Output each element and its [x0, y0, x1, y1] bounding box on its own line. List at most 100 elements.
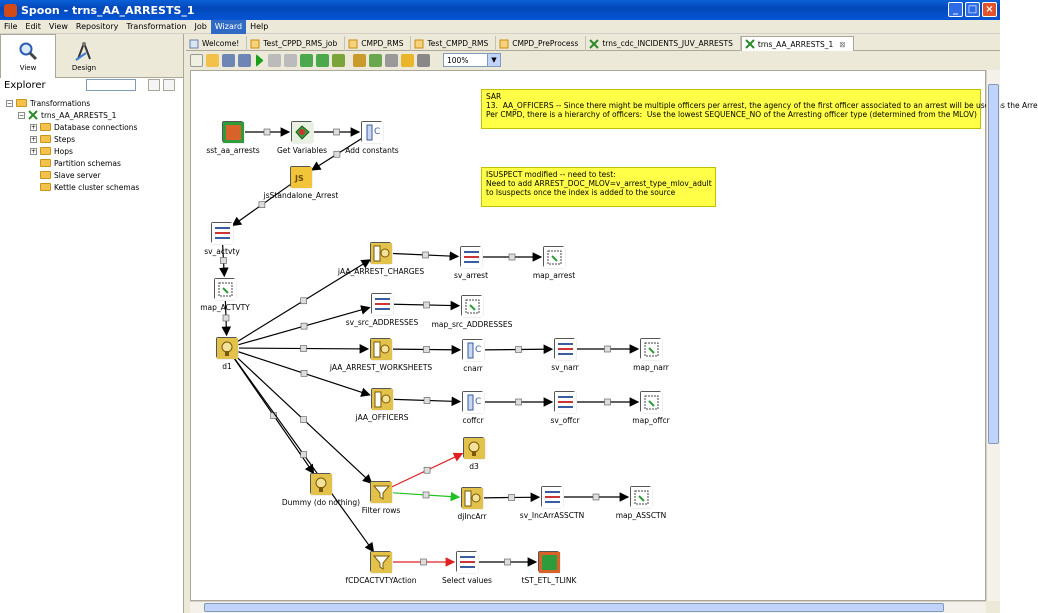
tree-expander-icon[interactable]: + [30, 135, 37, 143]
step-sv-offcr[interactable] [554, 391, 576, 413]
step-map-narr[interactable] [640, 338, 662, 360]
step-map-offcr[interactable] [640, 391, 662, 413]
step-cnarr[interactable]: C [462, 339, 484, 361]
open-folder-icon[interactable] [206, 53, 219, 67]
select-values-icon [372, 294, 393, 315]
minimize-button[interactable]: _ [948, 2, 963, 17]
maximize-button[interactable]: □ [965, 2, 980, 17]
tree-item[interactable]: +Database connections [0, 121, 183, 133]
tree-item[interactable]: +Hops [0, 145, 183, 157]
step-label: sv_narr [551, 363, 579, 372]
new-file-icon[interactable] [190, 53, 203, 67]
close-button[interactable]: × [982, 2, 997, 17]
tree-item[interactable]: −trns_AA_ARRESTS_1 [0, 109, 183, 121]
step-jaa-arrest-worksheets[interactable] [370, 338, 392, 360]
step-map-arrest[interactable] [543, 246, 565, 268]
tree-item[interactable]: Kettle cluster schemas [0, 181, 183, 193]
menu-repository[interactable]: Repository [75, 21, 119, 31]
menu-transformation[interactable]: Transformation [126, 21, 187, 31]
preview-icon[interactable] [300, 53, 313, 67]
step-add-constants[interactable]: C [361, 121, 383, 143]
folder-icon [40, 171, 51, 179]
step-d3[interactable] [463, 437, 485, 459]
tree-expander-icon[interactable]: − [18, 111, 25, 119]
menu-wizard[interactable]: Wizard [210, 19, 247, 34]
save-as-icon[interactable] [238, 53, 251, 67]
tab-test-cmpd-rms[interactable]: Test_CMPD_RMS [411, 36, 497, 51]
tree-item[interactable]: Partition schemas [0, 157, 183, 169]
save-icon[interactable] [222, 53, 235, 67]
menu-help[interactable]: Help [250, 21, 269, 31]
menu-view[interactable]: View [48, 21, 68, 31]
tree-expander-icon[interactable]: + [30, 147, 37, 155]
view-tab[interactable]: View [0, 34, 56, 78]
run-icon[interactable] [256, 53, 263, 67]
step-jaa-arrest-charges[interactable] [370, 242, 392, 264]
step-map-actvty[interactable] [214, 278, 236, 300]
isuspect-note[interactable]: ISUSPECT modified -- need to test: Need … [481, 167, 716, 207]
tree-item[interactable]: +Steps [0, 133, 183, 145]
zoom-value: 100% [447, 55, 469, 65]
menu-job[interactable]: Job [194, 21, 207, 31]
step-js-standalone[interactable]: JS [290, 166, 312, 188]
expand-all-icon[interactable] [148, 79, 160, 91]
svg-text:C: C [475, 345, 481, 355]
tree-item[interactable]: −Transformations [0, 97, 183, 109]
tree-expander-icon[interactable]: + [30, 123, 37, 131]
vertical-scrollbar[interactable] [986, 70, 1000, 601]
hop-copy-icon [423, 346, 430, 353]
step-fcdcactvtyaction[interactable] [370, 551, 392, 573]
step-coffcr[interactable]: C [462, 391, 484, 413]
step-get-variables[interactable] [291, 121, 313, 143]
step-map-src-addresses[interactable] [461, 295, 483, 317]
sar-note[interactable]: SAR 13. AA_OFFICERS -- Since there might… [481, 89, 1038, 129]
close-tab-icon[interactable]: ⊠ [839, 39, 846, 49]
tab-welcome-[interactable]: Welcome! [186, 36, 248, 51]
job-icon [414, 39, 424, 49]
transformation-canvas[interactable]: SAR 13. AA_OFFICERS -- Since there might… [190, 70, 1038, 601]
step-sv-incarrasscton[interactable] [541, 486, 563, 508]
explore-db-icon[interactable] [401, 53, 414, 67]
tab-cmpd-rms[interactable]: CMPD_RMS [345, 36, 412, 51]
step-sst-aa-arrests[interactable] [222, 121, 244, 143]
verify-icon[interactable] [353, 53, 366, 67]
step-filter-rows[interactable] [370, 481, 392, 503]
dummy-icon [311, 474, 332, 495]
menu-edit[interactable]: Edit [25, 21, 41, 31]
menu-file[interactable]: File [4, 21, 18, 31]
tab-test-cppd-rms-job[interactable]: Test_CPPD_RMS_job [247, 36, 346, 51]
tab-cmpd-preprocess[interactable]: CMPD_PreProcess [496, 36, 587, 51]
explorer-search-input[interactable] [86, 79, 136, 91]
pause-icon[interactable] [268, 53, 281, 67]
stop-icon[interactable] [284, 53, 297, 67]
sql-icon[interactable] [385, 53, 398, 67]
select-values-icon [457, 552, 478, 573]
step-djincarr[interactable] [461, 487, 483, 509]
impact-icon[interactable] [369, 53, 382, 67]
step-map-assctn[interactable] [630, 486, 652, 508]
show-results-icon[interactable] [417, 53, 430, 67]
step-sv-src-addresses[interactable] [371, 293, 393, 315]
step-label: Get Variables [276, 146, 328, 155]
step-d1[interactable] [216, 337, 238, 359]
chevron-down-icon[interactable]: ▼ [487, 54, 500, 66]
collapse-all-icon[interactable] [163, 79, 175, 91]
debug-icon[interactable] [316, 53, 329, 67]
folder-icon [40, 183, 51, 191]
step-jaa-officers[interactable] [371, 388, 393, 410]
tree-item[interactable]: Slave server [0, 169, 183, 181]
tab-trns-aa-arrests-1[interactable]: trns_AA_ARRESTS_1⊠ [740, 36, 854, 51]
step-sv-arrest[interactable] [460, 246, 482, 268]
step-sv-narr[interactable] [554, 338, 576, 360]
step-label: sv_actvty [204, 247, 240, 256]
tab-trns-cdc-incidents-juv-arrests[interactable]: trns_cdc_INCIDENTS_JUV_ARRESTS [586, 36, 741, 51]
step-sv-actvty[interactable] [211, 222, 233, 244]
step-select-values[interactable] [456, 551, 478, 573]
design-tab[interactable]: Design [56, 34, 112, 78]
zoom-select[interactable]: 100% ▼ [443, 53, 501, 67]
step-dummy-do-nothing[interactable] [310, 473, 332, 495]
step-tst-etl-tlink[interactable] [538, 551, 560, 573]
horizontal-scrollbar[interactable] [190, 601, 986, 613]
replay-icon[interactable] [332, 53, 345, 67]
tree-expander-icon[interactable]: − [6, 99, 13, 107]
